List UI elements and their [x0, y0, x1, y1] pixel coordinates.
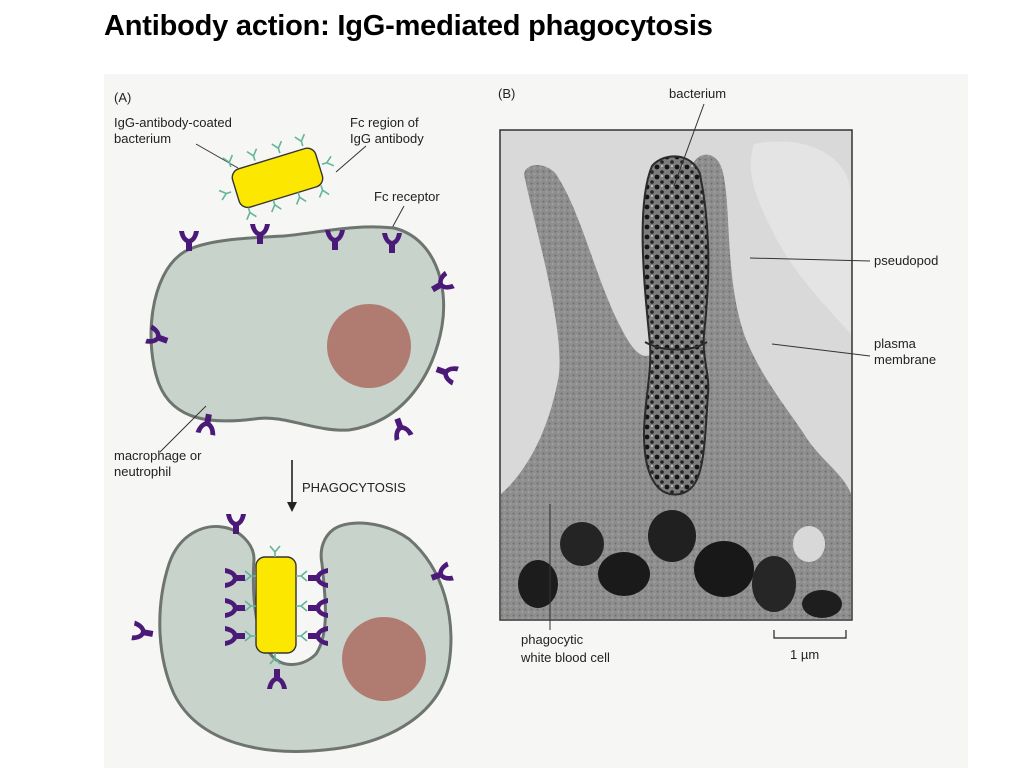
granule	[694, 541, 754, 597]
label-fc-region: Fc region of IgG antibody	[350, 115, 424, 146]
label-bacterium-b: bacterium	[669, 86, 726, 101]
label-macrophage-line2: neutrophil	[114, 464, 171, 479]
label-phagocytic-cell-line2: white blood cell	[520, 650, 610, 665]
panel-b: (B) bacterium pseudopod plas	[498, 86, 938, 665]
label-igg-coated-bacterium-line1: IgG-antibody-coated	[114, 115, 232, 130]
panel-b-letter: (B)	[498, 86, 515, 101]
antibody-icon	[295, 630, 308, 642]
bacterium-septum	[644, 341, 708, 351]
granule	[598, 552, 650, 596]
scale-bar	[773, 630, 847, 639]
fc-receptor-icon	[131, 620, 155, 644]
antibody-icon	[221, 154, 237, 170]
antibody-icon	[218, 186, 234, 201]
leader-macrophage	[159, 405, 207, 453]
antibody-icon	[319, 155, 335, 170]
label-plasma-membrane-line1: plasma	[874, 336, 917, 351]
nucleus	[342, 617, 426, 701]
phagocytosis-arrowhead	[287, 502, 297, 512]
antibody-icon	[271, 140, 286, 156]
label-igg-coated-bacterium: IgG-antibody-coated bacterium	[114, 115, 235, 146]
phagocytosis-diagram: (A) IgG-antibody-coated bacterium Fc reg…	[114, 86, 938, 753]
label-phagocytic-cell-line1: phagocytic	[521, 632, 584, 647]
igg-coated-bacterium	[218, 133, 335, 221]
electron-micrograph	[499, 129, 853, 621]
extracellular-region	[750, 141, 851, 334]
scale-bar-label: 1 µm	[790, 647, 819, 662]
label-igg-coated-bacterium-line2: bacterium	[114, 131, 171, 146]
label-plasma-membrane-line2: membrane	[874, 352, 936, 367]
label-fc-region-line1: Fc region of	[350, 115, 419, 130]
panel-a: (A) IgG-antibody-coated bacterium Fc reg…	[114, 90, 459, 753]
label-macrophage: macrophage or neutrophil	[114, 448, 205, 479]
granule	[648, 510, 696, 562]
label-phagocytosis: PHAGOCYTOSIS	[302, 480, 406, 495]
leader-pseudopod	[749, 257, 871, 262]
page-title: Antibody action: IgG-mediated phagocytos…	[104, 10, 713, 42]
fc-receptor-icon	[387, 415, 414, 441]
granule	[802, 590, 842, 618]
antibody-icon	[295, 600, 308, 612]
label-fc-receptor: Fc receptor	[374, 189, 440, 204]
vacuole	[793, 526, 825, 562]
label-plasma-membrane: plasma membrane	[874, 336, 936, 367]
leader-bacterium-b	[673, 103, 705, 187]
antibody-icon	[242, 205, 258, 221]
antibody-icon	[246, 147, 261, 163]
label-pseudopod: pseudopod	[874, 253, 938, 268]
panel-a-letter: (A)	[114, 90, 131, 105]
label-macrophage-line1: macrophage or	[114, 448, 202, 463]
leader-fc-receptor	[391, 205, 405, 229]
granule	[560, 522, 604, 566]
nucleus	[327, 304, 411, 388]
bacterium-top	[231, 147, 324, 209]
diagram-panel: (A) IgG-antibody-coated bacterium Fc reg…	[104, 74, 968, 768]
engulfed-bacterium	[255, 556, 297, 654]
label-fc-region-line2: IgG antibody	[350, 131, 424, 146]
label-phagocytic-cell: phagocytic white blood cell	[520, 632, 610, 665]
granule	[518, 560, 558, 608]
leader-fc-region	[335, 145, 367, 173]
bacterium-micrograph	[641, 155, 710, 496]
antibody-icon	[293, 133, 309, 149]
fc-receptor-icon	[433, 359, 459, 386]
leader-bacterium	[195, 143, 239, 169]
granule	[752, 556, 796, 612]
antibody-icon	[269, 545, 281, 558]
leader-plasma-membrane	[771, 343, 871, 357]
antibody-icon	[295, 570, 308, 582]
